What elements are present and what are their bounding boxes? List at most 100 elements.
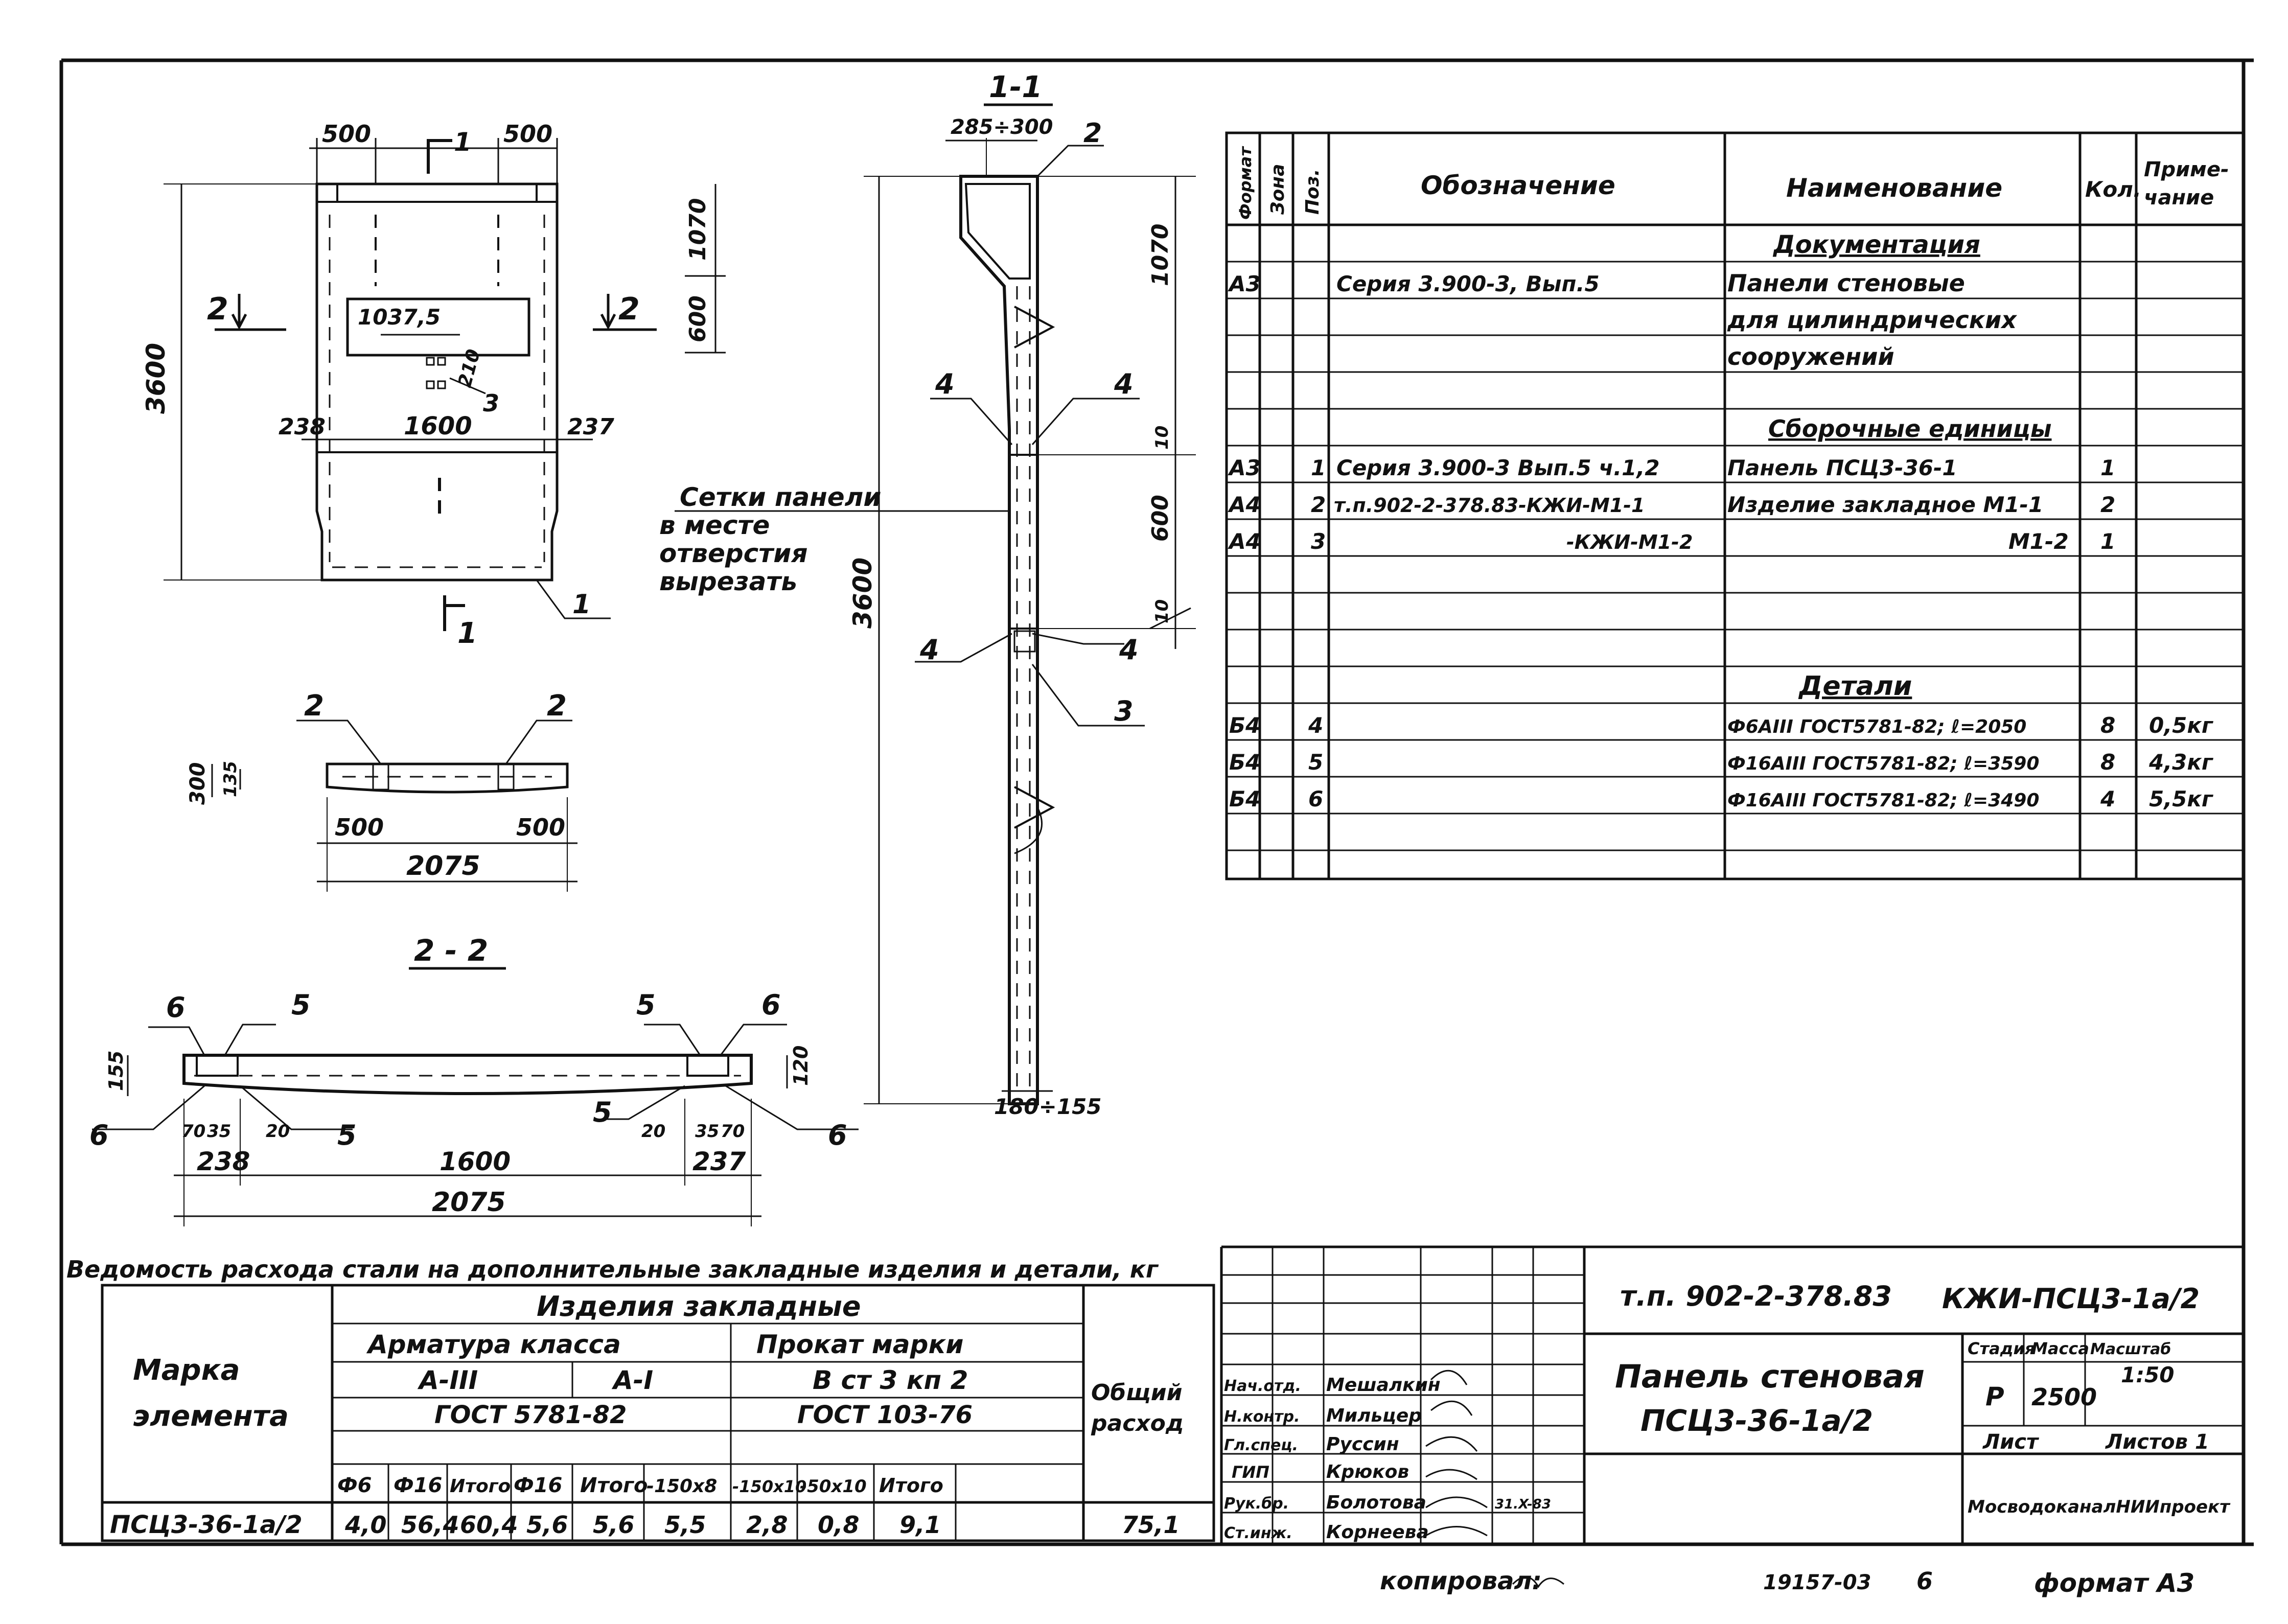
steel-row-total: 75,1 [1122, 1511, 1180, 1539]
section11-pos-4-br: 4 [1119, 634, 1139, 666]
steel-row-itogo2: 5,6 [593, 1511, 635, 1539]
section22-label-5-tl: 5 [291, 989, 311, 1021]
steel-row-itogo1: 60,4 [460, 1511, 518, 1539]
plan-section-mark-bottom: 1 [457, 617, 477, 650]
steel-row-50x10: 0,8 [818, 1511, 860, 1539]
spec-asm1-format: А3 [1228, 455, 1261, 480]
spec-asm3-designation: -КЖИ-М1-2 [1566, 531, 1693, 553]
steel-row-150x8: 5,5 [664, 1511, 706, 1539]
top-total-2075: 2075 [406, 851, 480, 881]
section22-d238: 238 [197, 1147, 250, 1176]
steel-row-150x10: 2,8 [746, 1511, 788, 1539]
steel-row-itogo3: 9,1 [899, 1511, 941, 1539]
spec-header-note-2: чание [2144, 186, 2214, 210]
spec-det1-name: Ф6АIII ГОСТ5781-82; ℓ=2050 [1727, 716, 2026, 737]
signer-name-6: Корнеева [1326, 1522, 1429, 1543]
spec-det1-pos: 4 [1308, 713, 1323, 738]
footer-copied: копировал: [1380, 1567, 1542, 1595]
signer-role-1: Нач.отд. [1224, 1377, 1301, 1395]
steel-row-f16: 56,4 [401, 1511, 459, 1539]
section11-pos-3: 3 [1114, 695, 1134, 727]
spec-doc-name-2: для цилиндрических [1727, 306, 2017, 334]
section11-top-dim: 285÷300 [951, 115, 1053, 139]
spec-section-assembly: Сборочные единицы [1768, 415, 2051, 443]
signer-role-2: Н.контр. [1224, 1408, 1300, 1426]
section11-note-line1: Сетки панели [680, 482, 881, 512]
title-organization: МосводоканалНИИпроект [1968, 1497, 2231, 1517]
section11-dim-10-a: 10 [1152, 426, 1172, 450]
steel-sub-150x10: -150х10 [732, 1477, 806, 1496]
title-scale: 1:50 [2121, 1362, 2174, 1387]
section-1-1-title: 1-1 [989, 69, 1043, 104]
section22-label-6-br: 6 [828, 1119, 847, 1151]
section22-label-6-tr: 6 [761, 989, 781, 1021]
signer-name-5: Болотова [1326, 1492, 1426, 1513]
plan-dim-500-left: 500 [322, 120, 371, 148]
plan-dim-1070: 1070 [685, 198, 711, 261]
title-sheets-header: Листов 1 [2105, 1430, 2209, 1454]
plan-opening-width: 1037,5 [358, 305, 441, 330]
spec-det1-qty: 8 [2100, 713, 2115, 738]
spec-det2-pos: 5 [1308, 750, 1323, 775]
spec-header-format: Формат [1236, 146, 1255, 220]
top-pos-2-left: 2 [304, 689, 324, 723]
section22-label-6-bl: 6 [89, 1119, 109, 1151]
spec-section-documentation: Документация [1772, 230, 1980, 259]
top-d500-right: 500 [516, 814, 565, 841]
section11-pos-4-tr: 4 [1114, 368, 1134, 400]
plan-section-mark-top: 1 [454, 127, 472, 157]
spec-det3-name: Ф16АIII ГОСТ5781-82; ℓ=3490 [1727, 790, 2039, 811]
spec-header-pos: Поз. [1302, 169, 1323, 215]
spec-header-name: Наименование [1786, 173, 2002, 203]
spec-det1-note: 0,5кг [2149, 713, 2214, 738]
signer-name-1: Мешалкин [1326, 1375, 1441, 1396]
title-name-1: Панель стеновая [1615, 1358, 1925, 1395]
top-d500-left: 500 [335, 814, 384, 841]
title-scale-header: Масштаб [2090, 1340, 2171, 1358]
plan-section-mark-right: 2 [618, 291, 640, 327]
section22-label-5-bl: 5 [337, 1119, 357, 1151]
signer-name-3: Руссин [1326, 1434, 1399, 1455]
steel-h-vst: В ст 3 кп 2 [813, 1365, 968, 1395]
section11-dim-1070: 1070 [1147, 224, 1173, 286]
steel-h-group: Изделия закладные [537, 1290, 861, 1323]
spec-header-note-1: Приме- [2144, 158, 2229, 181]
section22-label-5-tr: 5 [636, 989, 656, 1021]
section11-pos-2: 2 [1083, 118, 1102, 149]
steel-sub-150x8: -150х8 [646, 1476, 717, 1497]
title-stage: Р [1985, 1382, 2004, 1411]
spec-asm1-name: Панель ПСЦ3-36-1 [1727, 455, 1957, 480]
plan-height-dim: 3600 [141, 343, 171, 414]
section22-70-left: 70 [181, 1121, 205, 1142]
spec-asm1-designation: Серия 3.900-3 Вып.5 ч.1,2 [1336, 455, 1660, 480]
title-mass-header: Масса [2031, 1339, 2089, 1358]
section22-35-left: 35 [207, 1121, 231, 1142]
plan-section-mark-left: 2 [207, 291, 228, 327]
section-1-1: 1-1 285÷300 2 1070 10 600 10 3600 [659, 69, 1196, 1119]
section22-20-right: 20 [641, 1121, 665, 1142]
spec-section-details: Детали [1798, 671, 1912, 702]
steel-sub-itogo2: Итого [580, 1474, 648, 1497]
steel-sub-50x10: -50х10 [800, 1476, 867, 1497]
top-pos-2-right: 2 [547, 689, 567, 723]
footer-format: формат А3 [2034, 1568, 2194, 1598]
spec-doc-designation: Серия 3.900-3, Вып.5 [1336, 271, 1600, 296]
steel-row-f6: 4,0 [344, 1511, 387, 1539]
title-stage-header: Стадия [1968, 1339, 2035, 1358]
signer-role-4: ГИП [1232, 1463, 1269, 1482]
section11-note-line2: в месте [659, 511, 770, 540]
section22-total: 2075 [432, 1187, 506, 1218]
section11-pos-4-tl: 4 [935, 368, 955, 400]
specification-table: Формат Зона Поз. Обозначение Наименовани… [1225, 131, 2245, 880]
steel-h-total-2: расход [1091, 1410, 1184, 1436]
signer-role-5: Рук.бр. [1224, 1495, 1289, 1513]
section22-20-left: 20 [266, 1121, 290, 1142]
section22-h155: 155 [105, 1051, 127, 1091]
spec-asm2-format: А4 [1228, 492, 1261, 517]
footer-number: 19157-03 [1763, 1571, 1871, 1594]
plan-pos-3: 3 [483, 389, 499, 417]
section11-note-line3: отверстия [659, 539, 807, 568]
section11-pos-4-bl: 4 [919, 634, 939, 666]
steel-row-f16b: 5,6 [526, 1511, 568, 1539]
section11-note-line4: вырезать [659, 567, 797, 596]
